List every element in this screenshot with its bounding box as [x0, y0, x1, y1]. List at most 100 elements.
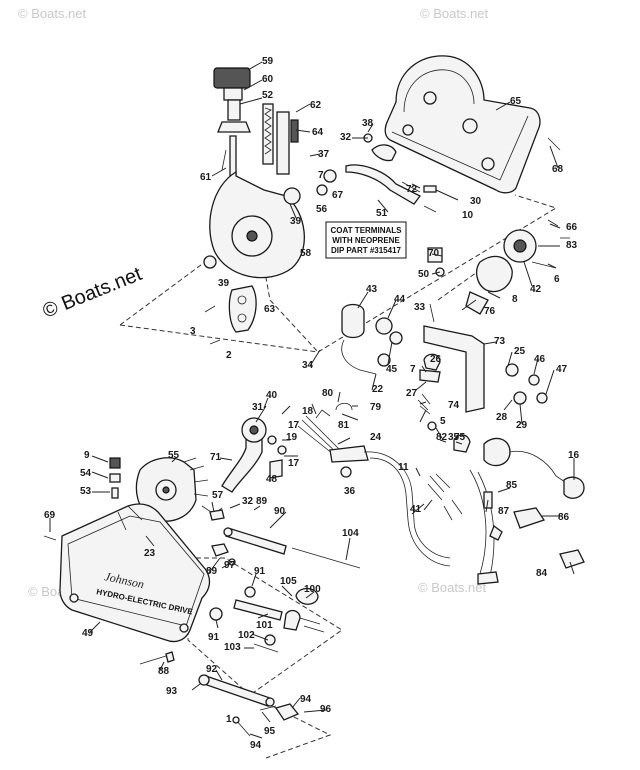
callout-39b: 39 [218, 278, 230, 289]
note-line-2: WITH NEOPRENE [332, 236, 400, 245]
callout-1: 1 [226, 714, 232, 725]
callout-27: 27 [406, 388, 418, 399]
callout-93: 93 [166, 686, 178, 697]
assembly-outline-upper [119, 194, 558, 353]
callout-89: 89 [256, 496, 268, 507]
callout-91: 91 [254, 566, 266, 577]
callout-28: 28 [496, 412, 508, 423]
callout-79: 79 [370, 402, 382, 413]
callout-102: 102 [238, 630, 255, 641]
callout-38: 38 [362, 118, 374, 129]
callout-101: 101 [256, 620, 273, 631]
callout-88: 88 [158, 666, 170, 677]
callout-33: 33 [414, 302, 426, 313]
callout-69: 69 [44, 510, 56, 521]
watermark-top-left: © Boats.net [18, 6, 87, 21]
callout-31: 31 [252, 402, 264, 413]
callout-55: 55 [168, 450, 180, 461]
callout-25: 25 [514, 346, 526, 357]
callout-94b: 94 [250, 740, 262, 751]
callout-103: 103 [224, 642, 241, 653]
leader-lines [49, 61, 575, 739]
motor-switch-assembly [341, 219, 570, 431]
callout-59: 59 [262, 56, 274, 67]
callout-36: 36 [344, 486, 356, 497]
callout-6: 6 [554, 274, 560, 285]
callout-53: 53 [80, 486, 92, 497]
callout-104: 104 [342, 528, 359, 539]
linkage-rods [139, 527, 361, 737]
callout-81: 81 [338, 420, 350, 431]
callout-85: 85 [506, 480, 518, 491]
callout-95: 95 [264, 726, 276, 737]
control-handle-assembly [203, 67, 337, 345]
callout-3: 3 [190, 326, 196, 337]
callout-18: 18 [302, 406, 314, 417]
callout-94: 94 [300, 694, 312, 705]
callout-100: 100 [304, 584, 321, 595]
callout-64: 64 [312, 127, 324, 138]
callout-45: 45 [386, 364, 398, 375]
callout-76: 76 [484, 306, 496, 317]
callout-50: 50 [418, 269, 430, 280]
callout-17: 17 [288, 420, 300, 431]
callout-8: 8 [512, 294, 518, 305]
callout-105: 105 [280, 576, 297, 587]
callout-84: 84 [536, 568, 548, 579]
callout-97: 97 [224, 560, 236, 571]
note-line-1: COAT TERMINALS [331, 226, 403, 235]
callout-83: 83 [566, 240, 578, 251]
callout-68: 68 [552, 164, 564, 175]
callout-44: 44 [394, 294, 406, 305]
callout-71: 71 [210, 452, 222, 463]
callout-48: 48 [266, 474, 278, 485]
callout-19: 19 [286, 432, 298, 443]
callout-65: 65 [510, 96, 522, 107]
callout-90: 90 [274, 506, 286, 517]
callout-30: 30 [470, 196, 482, 207]
callout-62: 62 [310, 100, 322, 111]
callout-72: 72 [406, 184, 418, 195]
callout-32: 32 [340, 132, 352, 143]
callout-10: 10 [462, 210, 474, 221]
callout-6-bushing: 7 [318, 170, 324, 181]
callout-23: 23 [144, 548, 156, 559]
callout-80: 80 [322, 388, 334, 399]
callout-22: 22 [372, 384, 384, 395]
control-box-housing [345, 55, 561, 213]
callout-24: 24 [370, 432, 382, 443]
callout-43: 43 [366, 284, 378, 295]
callout-57: 57 [212, 490, 224, 501]
callout-9: 9 [84, 450, 90, 461]
callout-29: 29 [516, 420, 528, 431]
callout-89b: 89 [206, 566, 218, 577]
callout-49: 49 [82, 628, 94, 639]
lower-cover: Johnson HYDRO-ELECTRIC DRIVE [59, 503, 211, 643]
callout-34: 34 [302, 360, 314, 371]
callout-16: 16 [568, 450, 580, 461]
cam-gear-assembly [43, 457, 225, 541]
callout-82: 82 [436, 432, 448, 443]
callout-74: 74 [448, 400, 460, 411]
callout-39: 39 [290, 216, 302, 227]
callout-61: 61 [200, 172, 212, 183]
callout-56: 56 [316, 204, 328, 215]
note-box: COAT TERMINALS WITH NEOPRENE DIP PART #3… [325, 221, 407, 259]
callout-40: 40 [266, 390, 278, 401]
callout-37: 37 [318, 149, 330, 160]
callout-75: 75 [454, 432, 466, 443]
callout-17b: 17 [288, 458, 300, 469]
callout-91b: 91 [208, 632, 220, 643]
callout-66: 66 [566, 222, 578, 233]
shift-lever-assembly [221, 402, 585, 585]
callout-63: 63 [264, 304, 276, 315]
callout-96: 96 [320, 704, 332, 715]
callout-87: 87 [498, 506, 510, 517]
callout-2: 2 [226, 350, 232, 361]
watermark-top-right: © Boats.net [420, 6, 489, 21]
callout-11: 11 [398, 462, 409, 473]
callout-58: 58 [300, 248, 312, 259]
callout-86: 86 [558, 512, 570, 523]
callout-26: 26 [430, 354, 442, 365]
